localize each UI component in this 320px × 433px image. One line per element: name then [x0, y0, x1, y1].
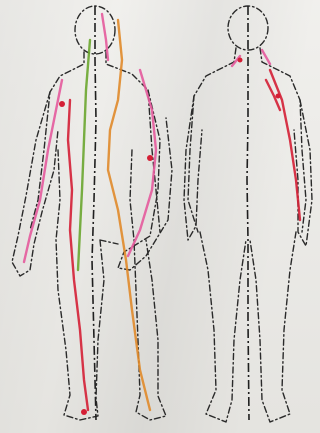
front-right-arm-outline	[118, 90, 172, 270]
back-red-meridian	[270, 70, 300, 220]
front-point	[81, 409, 87, 415]
front-figure	[12, 6, 172, 420]
front-green-meridian	[78, 40, 90, 270]
back-point	[238, 58, 243, 63]
front-left-arm-outline	[12, 92, 58, 276]
back-right-arm-outline	[294, 100, 312, 246]
front-pink-head-line	[102, 14, 108, 60]
front-center-line	[92, 6, 96, 420]
back-body-outline	[188, 48, 306, 422]
front-point	[59, 101, 65, 107]
front-body-outline	[30, 52, 166, 420]
back-spine-line	[247, 6, 249, 420]
front-point	[147, 155, 153, 161]
back-point	[276, 94, 281, 99]
back-figure	[184, 6, 312, 422]
